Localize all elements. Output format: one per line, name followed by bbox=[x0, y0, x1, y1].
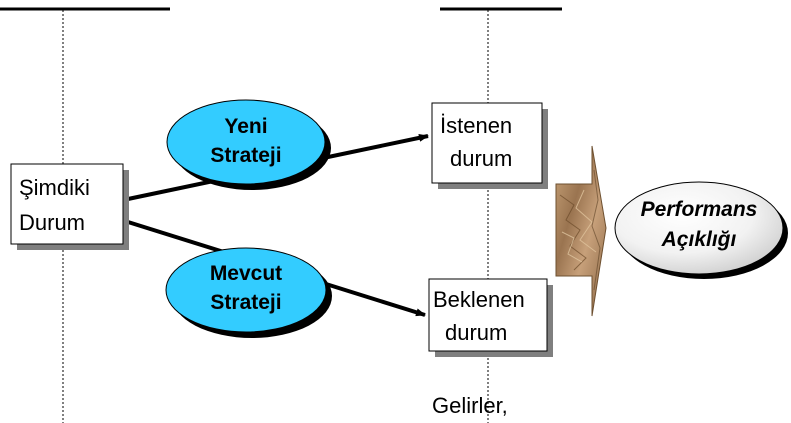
performance-gap-ellipse: Performans Açıklığı bbox=[614, 181, 788, 279]
expected-state-label-1: Beklenen bbox=[433, 287, 525, 312]
current-state-label-2: Durum bbox=[19, 210, 85, 235]
expected-state-label-2: durum bbox=[445, 320, 507, 345]
gap-arrow bbox=[555, 145, 607, 317]
desired-state-box: İstenen durum bbox=[431, 102, 548, 189]
expected-state-box: Beklenen durum bbox=[428, 278, 553, 357]
desired-state-label-2: durum bbox=[450, 146, 512, 171]
desired-state-label-1: İstenen bbox=[440, 113, 512, 138]
new-strategy-ellipse: Yeni Strateji bbox=[166, 99, 331, 190]
footer-text: Gelirler, bbox=[432, 393, 508, 418]
current-strategy-label-1: Mevcut bbox=[210, 262, 282, 285]
performance-gap-label-2: Açıklığı bbox=[661, 228, 737, 251]
new-strategy-label-1: Yeni bbox=[224, 115, 267, 138]
performance-gap-label-1: Performans bbox=[641, 198, 758, 221]
current-strategy-label-2: Strateji bbox=[210, 291, 281, 314]
current-state-box: Şimdiki Durum bbox=[10, 163, 129, 250]
current-state-label-1: Şimdiki bbox=[19, 175, 90, 200]
new-strategy-label-2: Strateji bbox=[210, 144, 281, 167]
current-strategy-ellipse: Mevcut Strateji bbox=[165, 247, 332, 338]
